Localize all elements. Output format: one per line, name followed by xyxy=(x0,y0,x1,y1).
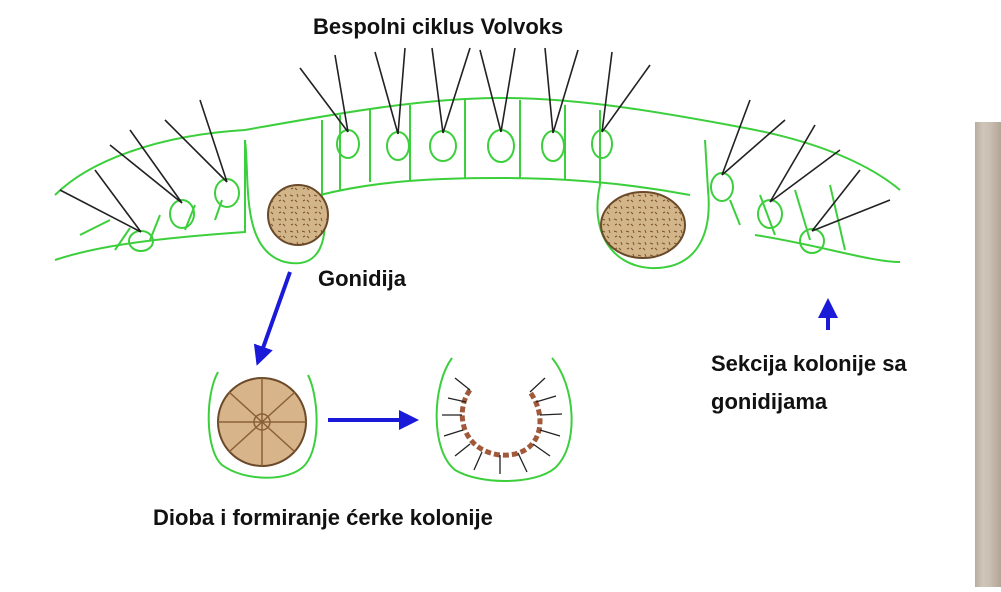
gonidium-right xyxy=(601,192,685,258)
photo-edge-strip xyxy=(975,122,1001,587)
label-section-line1: Sekcija kolonije sa xyxy=(711,351,907,377)
label-division: Dioba i formiranje ćerke kolonije xyxy=(153,505,493,531)
daughter-colony-ring xyxy=(462,390,540,455)
cell-walls xyxy=(80,100,845,250)
division-stage xyxy=(209,372,317,478)
label-section-line2: gonidijama xyxy=(711,389,827,415)
somatic-cells xyxy=(129,130,824,253)
daughter-colony-stage xyxy=(437,358,572,481)
flagella xyxy=(60,48,890,232)
colony-outer-wall xyxy=(55,98,900,195)
colony-section xyxy=(55,98,900,268)
diagram-title: Bespolni ciklus Volvoks xyxy=(313,14,635,40)
arrow-to-division xyxy=(258,272,290,362)
gonidium-left xyxy=(268,185,328,245)
label-gonidia: Gonidija xyxy=(318,266,406,292)
